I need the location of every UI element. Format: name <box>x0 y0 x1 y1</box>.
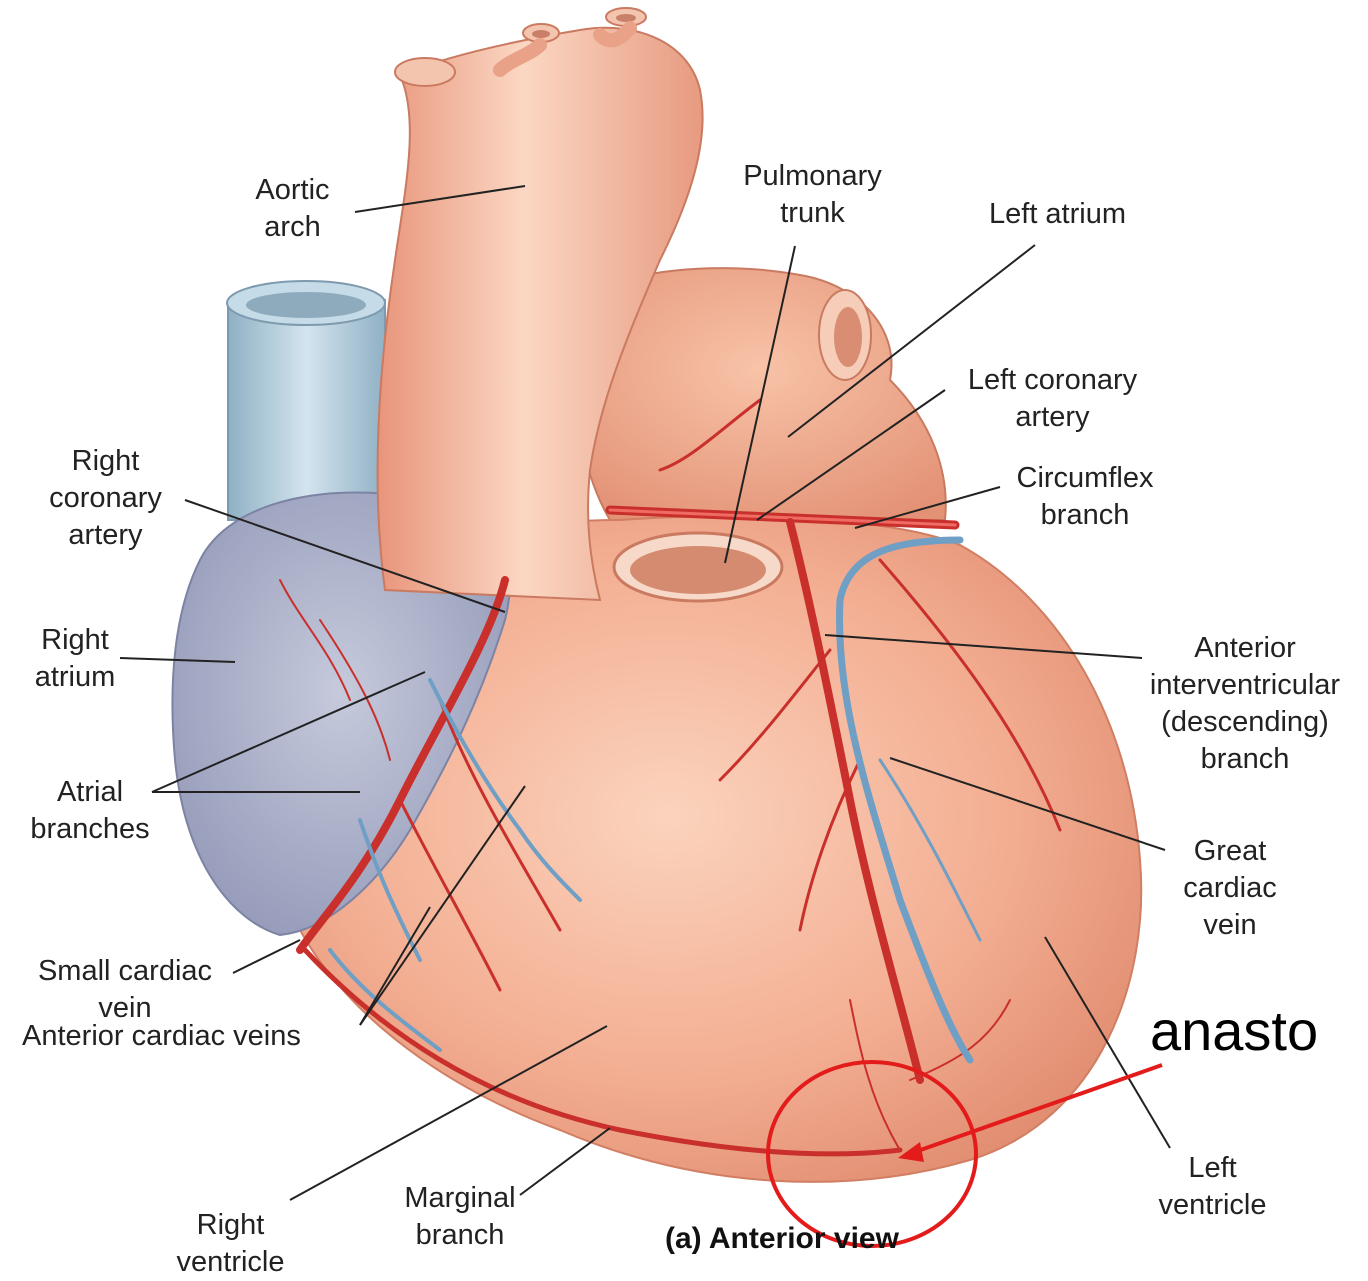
label-atrial-branches: Atrial branches <box>15 774 165 848</box>
label-circumflex-branch: Circumflex branch <box>995 460 1175 534</box>
superior-vena-cava <box>227 281 385 520</box>
anastomosis-label: anasto <box>1150 998 1318 1063</box>
label-small-cardiac-vein: Small cardiac vein <box>15 953 235 1027</box>
label-left-ventricle: Left ventricle <box>1140 1150 1285 1224</box>
leader-small-cardiac-vein <box>233 940 300 973</box>
label-left-atrium: Left atrium <box>960 196 1155 233</box>
label-left-coronary-artery: Left coronary artery <box>940 362 1165 436</box>
label-pulmonary-trunk: Pulmonary trunk <box>720 158 905 232</box>
label-great-cardiac-vein: Great cardiac vein <box>1160 833 1300 944</box>
label-anterior-cardiac-veins: Anterior cardiac veins <box>22 1018 362 1055</box>
label-aortic-arch: Aortic arch <box>235 172 350 246</box>
label-marginal-branch: Marginal branch <box>385 1180 535 1254</box>
pulmonary-trunk-opening <box>614 533 782 601</box>
label-right-coronary-artery: Right coronary artery <box>28 443 183 554</box>
label-right-ventricle: Right ventricle <box>158 1207 303 1281</box>
figure-caption: (a) Anterior view <box>665 1222 899 1256</box>
label-right-atrium: Right atrium <box>25 622 125 696</box>
label-anterior-interventricular-branch: Anterior interventricular (descending) b… <box>1130 630 1360 778</box>
